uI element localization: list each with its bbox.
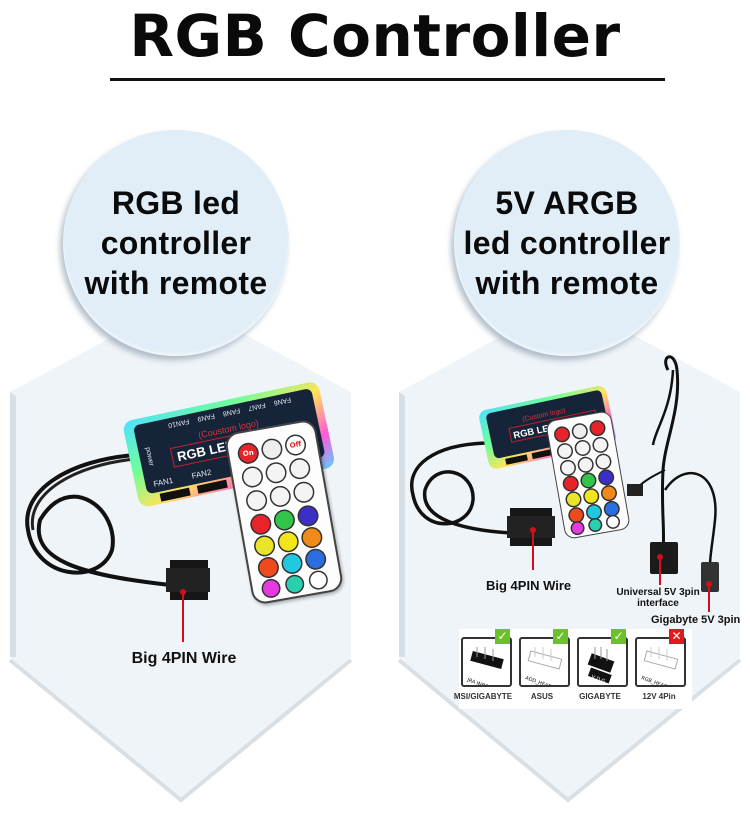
controller-fan-label: FAN9 [197, 412, 216, 423]
remote-mode-down-button [269, 485, 291, 507]
header-compatibility-chart: JRA INBOW1 ✓ MSI/GIGABYTE ADD_HEADER2 ✓ … [454, 629, 692, 709]
remote-color-magenta [261, 579, 281, 598]
heading-bubble: 5V ARGB led controller with remote [454, 130, 680, 356]
remote-color-yellow-green [565, 491, 582, 507]
compat-header-12v-4pin: RGB_HEADER2 [635, 637, 686, 694]
heading-bubble: RGB led controller with remote [63, 130, 289, 356]
remote-on-button [554, 426, 570, 442]
header-silkscreen-text: V D G [590, 674, 606, 685]
callout-leader-line [532, 530, 534, 570]
compat-label: ASUS [530, 692, 554, 701]
remote-color-magenta [571, 521, 584, 535]
compat-header-gigabyte: V D G [577, 637, 628, 687]
remote-color-red-orange [568, 507, 584, 523]
page-title: RGB Controller [129, 2, 621, 70]
remote-bright-up-button [289, 458, 311, 480]
remote-mode-up-button [265, 462, 287, 484]
remote-color-red [563, 476, 579, 492]
callout-big-4pin-wire: Big 4PIN Wire [131, 650, 237, 667]
remote-speed-down-button [560, 460, 576, 476]
unsupported-cross-icon: ✕ [669, 629, 684, 644]
remote-off-button: Off [285, 434, 306, 456]
controller-fan-label: FAN7 [247, 401, 266, 412]
compat-label: MSI/GIGABYTE [453, 692, 513, 701]
controller-fan-label: FAN2 [191, 468, 213, 481]
controller-fan-label: FAN1 [153, 476, 175, 489]
remote-speed-up-button [557, 443, 573, 459]
callout-leader-line [182, 592, 184, 642]
callout-gigabyte-5v-3pin: Gigabyte 5V 3pin [651, 614, 741, 626]
remote-color-yellow [277, 531, 299, 553]
remote-bright-down-button [293, 481, 315, 503]
remote-speed-up-button [242, 466, 263, 488]
remote-color-white [309, 570, 328, 590]
remote-bright-down-button [595, 454, 611, 470]
remote-color-red [250, 513, 272, 535]
panel-heading: 5V ARGB led controller with remote [463, 185, 671, 301]
remote-color-cyan [586, 504, 602, 520]
supported-check-icon: ✓ [611, 629, 626, 644]
title-underline [110, 78, 665, 81]
remote-color-royal-blue [604, 501, 620, 517]
remote-color-green [273, 509, 295, 531]
header-silkscreen-text: ADD_HEADER2 [524, 675, 561, 685]
controller-fan-label: FAN8 [222, 406, 241, 417]
remote-speed-down-button [246, 490, 268, 512]
remote-on-button: On [237, 442, 259, 464]
remote-color-orange [601, 485, 617, 501]
header-silkscreen-text: JRA INBOW1 [465, 677, 497, 685]
remote-bright-up-button [592, 437, 608, 453]
callout-universal-5v-3pin: Universal 5V 3pin interface [616, 587, 700, 609]
panel-heading: RGB led controller with remote [84, 185, 268, 301]
remote-color-royal-blue [305, 548, 327, 570]
header-silkscreen-text: RGB_HEADER2 [640, 675, 677, 685]
controller-fan-label: FAN6 [273, 396, 292, 407]
remote-color-red-orange [257, 557, 279, 578]
controller-power-label: power [144, 447, 155, 468]
callout-leader-line [708, 584, 710, 612]
callout-leader-line [659, 557, 661, 585]
remote-off-button [589, 420, 606, 436]
supported-check-icon: ✓ [495, 629, 510, 644]
compat-header-asus: ADD_HEADER2 [519, 637, 570, 694]
remote-mode-button [261, 438, 283, 460]
remote-color-green [580, 472, 596, 489]
compat-label: 12V 4Pin [642, 692, 676, 701]
remote-color-teal [285, 574, 304, 594]
remote-color-yellow-green [254, 535, 276, 557]
remote-color-blue [297, 505, 319, 527]
remote-color-teal [588, 518, 602, 532]
remote-color-white [606, 515, 620, 529]
remote-color-cyan [281, 552, 303, 574]
compat-label: GIGABYTE [579, 692, 621, 701]
compat-header-msi-gigabyte: JRA INBOW1 [461, 637, 512, 693]
callout-big-4pin-wire: Big 4PIN Wire [486, 578, 572, 593]
controller-fan-label: FAN10 [167, 417, 189, 428]
remote-mode-up-button [575, 440, 591, 456]
remote-mode-down-button [578, 457, 594, 473]
remote-mode-button [572, 423, 588, 439]
supported-check-icon: ✓ [553, 629, 568, 644]
remote-color-blue [598, 469, 614, 485]
panel-rgb-controller: RGB led controller with remote FAN6 FAN7… [8, 130, 353, 803]
remote-color-orange [301, 527, 323, 548]
remote-color-yellow [583, 488, 599, 504]
